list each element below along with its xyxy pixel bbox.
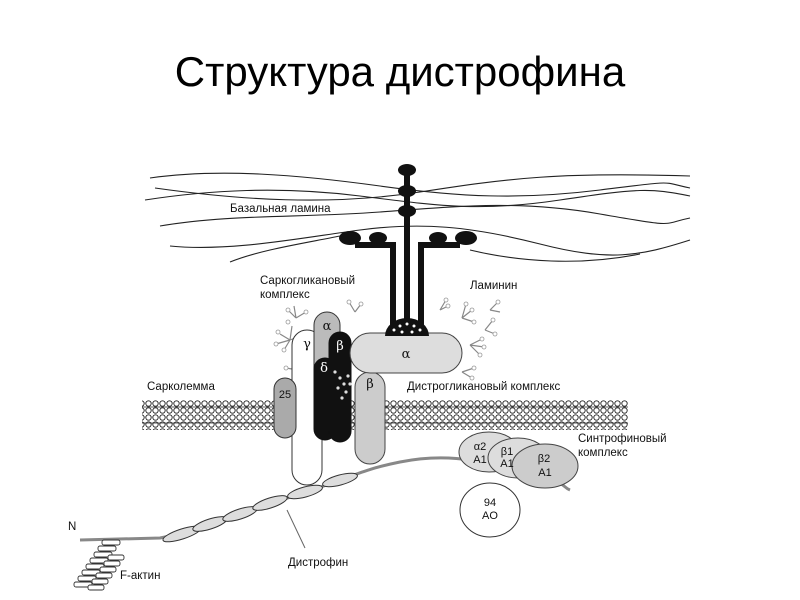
- b2-syntrophin-label: β2: [538, 453, 550, 465]
- sarcoglycan-complex-label: Саркогликановый: [260, 275, 355, 287]
- sarcolemma-label: Сарколемма: [147, 381, 215, 393]
- basal-lamina-fibers: [144, 172, 691, 263]
- f-actin-label: F-актин: [120, 570, 160, 582]
- dystroglycan-complex: [349, 318, 463, 465]
- dystrophin-pointer: [286, 509, 306, 549]
- sarcoglycan-complex-label-2: комплекс: [260, 289, 310, 301]
- laminin-label: Ламинин: [470, 280, 517, 292]
- a2-syntrophin-label: α2: [474, 441, 486, 453]
- syntrophin-complex: [458, 431, 579, 489]
- syntrophin-complex-label-2: комплекс: [578, 447, 628, 459]
- protein-ao-label: AO: [482, 510, 498, 522]
- b2-syntrophin-sub-label: A1: [538, 467, 551, 479]
- page-title: Структура дистрофина: [174, 48, 626, 95]
- gamma-sarcoglycan-label: γ: [303, 337, 311, 352]
- b1-syntrophin-sub-label: A1: [500, 458, 513, 470]
- a2-syntrophin-sub-label: A1: [473, 454, 486, 466]
- dystroglycan-complex-label: Дистрогликановый комплекс: [407, 381, 560, 393]
- sarcospan-label: 25: [279, 389, 291, 401]
- beta-sarcoglycan-label: β: [336, 339, 344, 354]
- b1-syntrophin-label: β1: [501, 446, 513, 458]
- n-terminus-label: N: [68, 521, 76, 533]
- syntrophin-complex-label: Синтрофиновый: [578, 433, 667, 445]
- dystrophin-label: Дистрофин: [288, 557, 348, 569]
- protein-94-label: 94: [484, 497, 496, 509]
- alpha-dystroglycan-label: α: [402, 347, 411, 362]
- beta-dystroglycan-label: β: [366, 377, 374, 392]
- delta-sarcoglycan-label: δ: [320, 361, 328, 376]
- laminin-binding-beads: [392, 322, 422, 334]
- sarcoglycan-beads: [333, 370, 352, 400]
- f-actin: [73, 539, 125, 591]
- laminin: [339, 164, 477, 325]
- protein-94-ao: [459, 482, 521, 538]
- alpha-sarcoglycan-label: α: [323, 319, 332, 334]
- sarcoglycan-complex: [273, 311, 352, 486]
- basal-lamina-label: Базальная ламина: [230, 203, 331, 215]
